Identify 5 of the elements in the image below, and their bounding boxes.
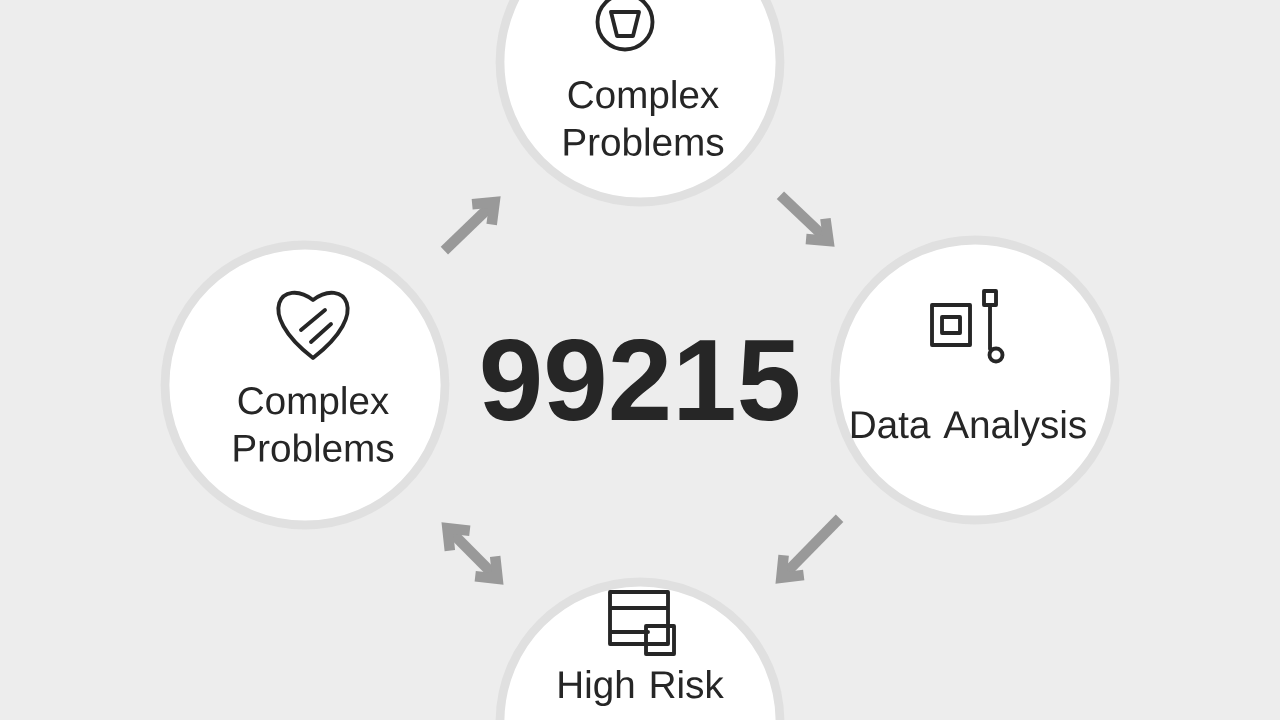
arrow [776, 191, 835, 247]
arrow [775, 514, 844, 584]
arrow [441, 522, 504, 585]
arrow [440, 196, 501, 255]
code-number: 99215 [482, 338, 798, 422]
